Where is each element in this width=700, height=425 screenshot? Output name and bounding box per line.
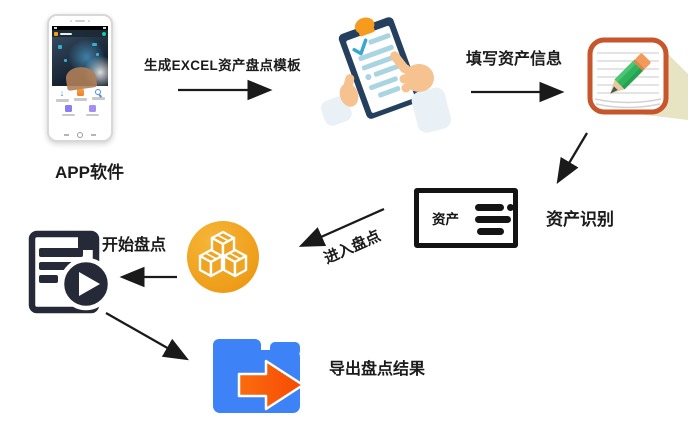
asset-card-text: 资产 xyxy=(432,212,459,227)
arrow-enter-inventory xyxy=(298,207,385,247)
label-start-inventory: 开始盘点 xyxy=(102,237,167,254)
import-icon xyxy=(64,104,72,112)
label-export-results: 导出盘点结果 xyxy=(329,361,426,378)
download-icon: ↓ xyxy=(59,88,65,98)
phone-screen: ↓ xyxy=(52,26,108,126)
document-with-play-button xyxy=(28,230,113,314)
label-fill-asset-info: 填写资产信息 xyxy=(466,51,563,68)
home-button xyxy=(77,132,83,138)
label-asset-recognition: 资产识别 xyxy=(546,210,614,229)
stats-icon xyxy=(88,104,96,112)
hero-hand-image xyxy=(64,65,98,91)
phone-nav-bar xyxy=(49,132,111,138)
asset-label-card: 资产 xyxy=(414,188,518,248)
checklist-clipboard-with-hands xyxy=(320,17,451,133)
package-boxes-gold-circle xyxy=(187,221,259,293)
arrow-to-export xyxy=(105,312,189,361)
search-icon xyxy=(95,89,101,95)
phone-hero-image xyxy=(52,37,108,91)
app-logo-icon xyxy=(54,31,58,36)
app-action-icon xyxy=(102,31,106,36)
arrow-to-recognition xyxy=(556,132,588,184)
export-arrow-icon xyxy=(237,359,305,411)
label-generate-template: 生成EXCEL资产盘点模板 xyxy=(144,58,301,73)
phone-status-bar xyxy=(52,26,108,30)
smartphone-app-mockup: ↓ xyxy=(47,14,113,142)
report-icon xyxy=(76,89,84,96)
notepad-with-pencil xyxy=(587,37,688,120)
label-app-software: APP软件 xyxy=(55,163,124,182)
pencil-icon xyxy=(610,53,651,94)
export-folder-with-arrow xyxy=(213,339,305,413)
phone-app-bar xyxy=(52,30,108,37)
phone-icon-grid: ↓ xyxy=(52,86,108,119)
phone-speaker xyxy=(70,20,90,22)
